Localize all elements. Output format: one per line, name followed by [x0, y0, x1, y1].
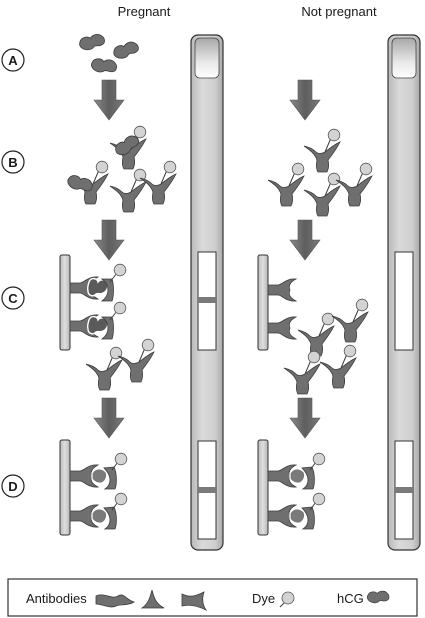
antibody-dye — [331, 298, 369, 343]
bound-antibody-dye — [267, 452, 326, 490]
arrow-down — [289, 219, 321, 261]
legend-dye-label: Dye — [252, 591, 275, 606]
svg-text:A: A — [8, 53, 18, 68]
antibody-dye — [85, 346, 123, 391]
antibody-dye — [335, 162, 373, 207]
result-line — [395, 487, 413, 493]
result-line — [198, 297, 216, 303]
bound-antibody-dye — [69, 492, 128, 530]
arrow-down — [289, 397, 321, 439]
pregnancy-test-stick-negative — [387, 34, 421, 551]
step-label-a: A — [1, 48, 25, 72]
arrow-down — [289, 79, 321, 121]
bound-antibody-dye — [267, 492, 326, 530]
step-label-d: D — [1, 474, 25, 498]
test-strip-fixture — [257, 254, 269, 351]
legend-hcg-icon — [366, 590, 390, 604]
pregnant-column — [59, 32, 224, 551]
antibody-dye — [117, 338, 155, 383]
legend-antibody-icon — [95, 589, 208, 612]
test-strip-fixture — [257, 439, 269, 536]
antibody-dye — [303, 172, 341, 217]
bound-antibody-dye — [69, 452, 128, 490]
hcg-molecule — [77, 32, 107, 52]
capture-antibody — [267, 278, 297, 302]
antibody-dye — [267, 162, 305, 207]
svg-text:B: B — [8, 155, 17, 170]
antibody-dye — [283, 350, 321, 395]
arrow-down — [93, 219, 125, 261]
svg-text:D: D — [8, 479, 17, 494]
legend-antibodies-label: Antibodies — [26, 591, 87, 606]
antibody-dye — [319, 344, 357, 389]
test-strip-fixture — [59, 254, 71, 351]
captured-complex — [69, 301, 127, 340]
heading-not-pregnant: Not pregnant — [301, 4, 377, 19]
capture-antibody — [267, 316, 297, 340]
legend-hcg-label: hCG — [337, 591, 364, 606]
step-label-b: B — [1, 150, 25, 174]
antibody-dye — [303, 128, 341, 173]
captured-complex — [69, 263, 127, 302]
result-line — [198, 487, 216, 493]
arrow-down — [93, 397, 125, 439]
svg-text:C: C — [8, 291, 18, 306]
antibody-dye — [109, 168, 147, 213]
hcg-molecule — [89, 56, 119, 76]
legend-box — [7, 578, 418, 617]
arrow-down — [93, 79, 125, 121]
legend: Antibodies Dye hCG — [7, 578, 418, 617]
test-strip-fixture — [59, 439, 71, 536]
hcg-molecule — [111, 40, 141, 61]
antibody-dye — [297, 312, 335, 357]
not-pregnant-column — [257, 34, 421, 551]
heading-pregnant: Pregnant — [118, 4, 171, 19]
legend-dye-icon — [279, 591, 295, 608]
step-label-c: C — [1, 286, 25, 310]
pregnancy-test-stick-positive — [190, 34, 224, 551]
